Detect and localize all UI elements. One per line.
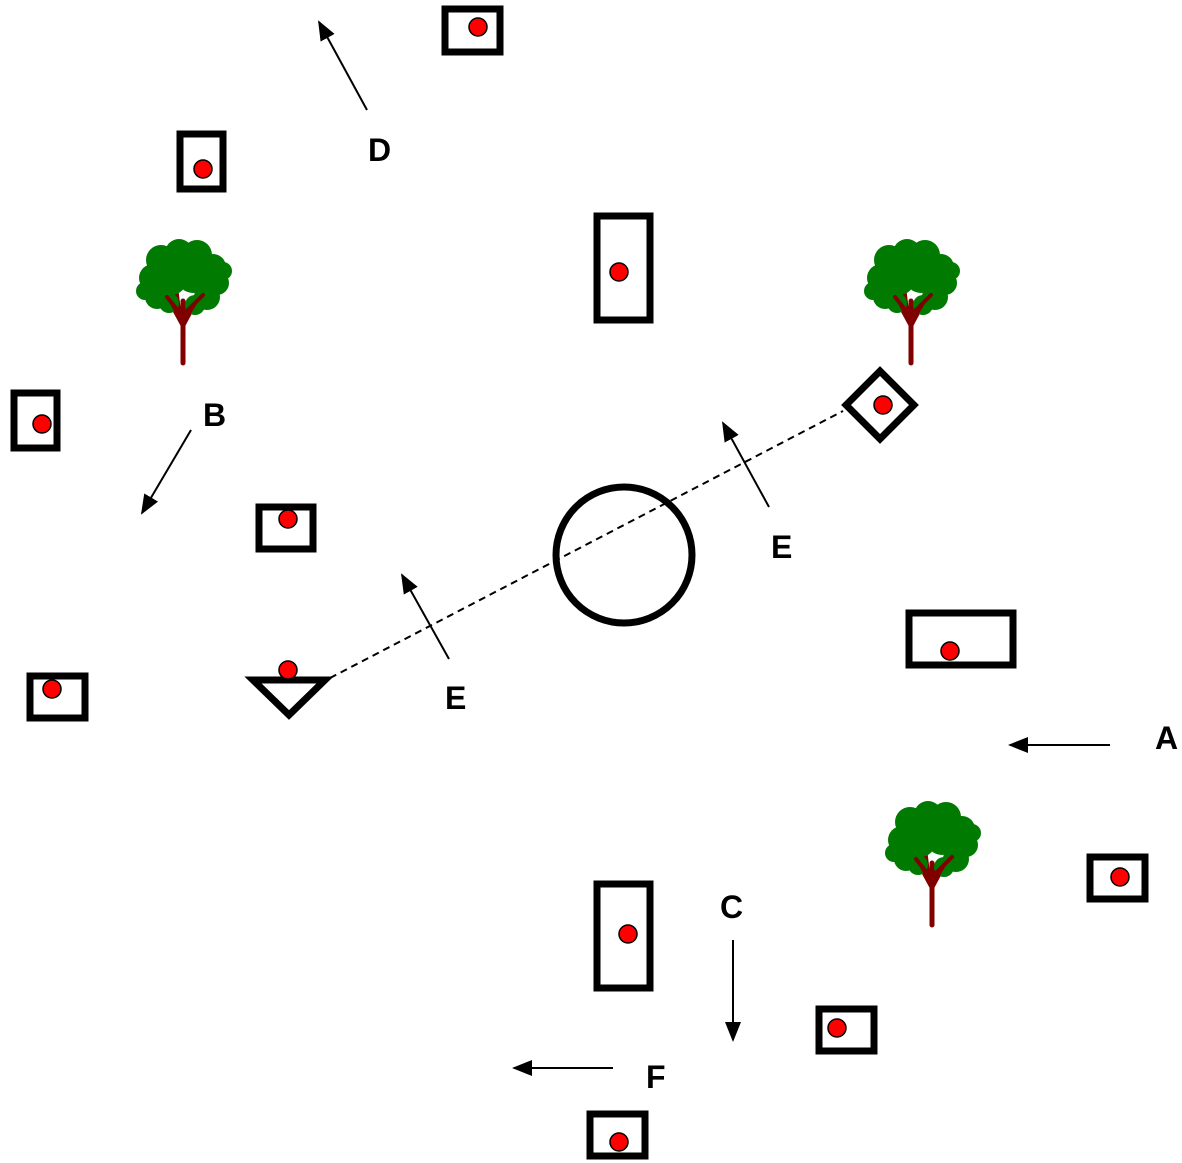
label-e-right: E [771, 529, 792, 565]
marker-box-tall-upper-center [593, 212, 654, 324]
label-d: D [368, 132, 391, 168]
label-a: A [1155, 720, 1178, 756]
arrow-icon-d [318, 20, 368, 111]
label-f: F [646, 1059, 666, 1095]
tree-icon [136, 239, 232, 363]
marker-box-wide-right [905, 609, 1017, 669]
marker-box-lower-right [815, 1005, 878, 1055]
label-c: C [720, 889, 743, 925]
diamond-marker [841, 366, 919, 444]
marker-box-left [10, 389, 61, 452]
marker-box-bottom [586, 1110, 649, 1160]
marker-box-top [441, 5, 504, 56]
triangle-marker [244, 660, 334, 720]
marker-box-center-left [255, 503, 317, 553]
arrow-icon-b [140, 429, 192, 515]
tree-icon [864, 239, 960, 363]
label-e-left: E [445, 680, 466, 716]
arrow-icon-e-right [722, 421, 770, 508]
marker-box-lower-left [26, 672, 89, 722]
marker-box-far-right [1086, 853, 1149, 903]
marker-box-upper-left [176, 130, 227, 193]
central-circle-marker [552, 483, 696, 627]
dashed-sightline [329, 410, 844, 679]
label-b: B [203, 397, 226, 433]
tree-icon [885, 801, 981, 925]
arrow-icon-e-left [401, 573, 450, 660]
marker-box-tall-lower-center [593, 880, 654, 992]
